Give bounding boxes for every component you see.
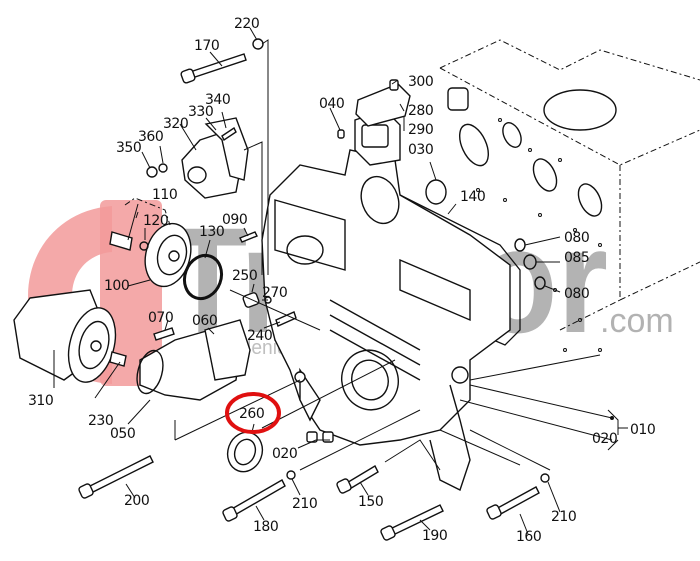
- highlight-ring-260: [225, 392, 281, 434]
- label-230[interactable]: 230: [88, 413, 114, 429]
- o-ring-080-lower: [534, 276, 546, 290]
- cover-280: [355, 83, 411, 127]
- engine-block: [439, 39, 700, 352]
- label-040[interactable]: 040: [319, 96, 345, 112]
- bolt-170: [180, 53, 247, 84]
- washer-120: [139, 241, 149, 251]
- oil-filter-310: [13, 289, 117, 383]
- washer-210-left: [286, 470, 296, 480]
- label-140[interactable]: 140: [460, 189, 486, 205]
- label-270[interactable]: 270: [262, 285, 288, 301]
- spring-240: [275, 311, 297, 327]
- pin-090: [239, 231, 258, 243]
- label-290[interactable]: 290: [408, 122, 434, 138]
- watermark-domain: .com: [600, 302, 674, 340]
- nut-350: [146, 166, 158, 178]
- label-110[interactable]: 110: [152, 187, 178, 203]
- label-080-lower[interactable]: 080: [564, 286, 590, 302]
- bolt-070: [153, 327, 175, 341]
- label-050[interactable]: 050: [110, 426, 136, 442]
- bolt-160: [486, 486, 540, 520]
- plug-250: [242, 292, 260, 308]
- gear-case: [261, 109, 511, 491]
- label-310[interactable]: 310: [28, 393, 54, 409]
- label-070[interactable]: 070: [148, 310, 174, 326]
- plug-040: [337, 129, 345, 139]
- part-labels: 220 170 300 340 040 330 280 320 290 360 …: [28, 16, 656, 545]
- label-190[interactable]: 190: [422, 528, 448, 544]
- washer-210-right: [540, 473, 550, 483]
- stud-340: [221, 126, 237, 142]
- label-260[interactable]: 260: [239, 406, 265, 422]
- label-320[interactable]: 320: [163, 116, 189, 132]
- label-020-left[interactable]: 020: [272, 446, 298, 462]
- label-170[interactable]: 170: [194, 38, 220, 54]
- label-220[interactable]: 220: [234, 16, 260, 32]
- label-130[interactable]: 130: [199, 224, 225, 240]
- bolt-110: [109, 197, 171, 251]
- label-090[interactable]: 090: [222, 212, 248, 228]
- label-080-upper[interactable]: 080: [564, 230, 590, 246]
- filter-adapter-100: [144, 222, 192, 288]
- label-300[interactable]: 300: [408, 74, 434, 90]
- label-350[interactable]: 350: [116, 140, 142, 156]
- label-060[interactable]: 060: [192, 313, 218, 329]
- label-210-left[interactable]: 210: [292, 496, 318, 512]
- label-100[interactable]: 100: [104, 278, 130, 294]
- label-010[interactable]: 010: [630, 422, 656, 438]
- label-180[interactable]: 180: [253, 519, 279, 535]
- nipple-230: [109, 351, 127, 367]
- label-150[interactable]: 150: [358, 494, 384, 510]
- label-340[interactable]: 340: [205, 92, 231, 108]
- thermostat-housing: [181, 117, 249, 199]
- label-160[interactable]: 160: [516, 529, 542, 545]
- label-210-right[interactable]: 210: [551, 509, 577, 525]
- marker-dot: [610, 416, 614, 420]
- label-250[interactable]: 250: [232, 268, 258, 284]
- bolt-180: [222, 479, 286, 522]
- label-240[interactable]: 240: [247, 328, 273, 344]
- label-020-right[interactable]: 020: [592, 431, 618, 447]
- bracket-010: [607, 409, 628, 451]
- bolt-300: [389, 79, 399, 91]
- o-ring-130: [182, 253, 224, 301]
- washer-220: [252, 38, 264, 50]
- label-360[interactable]: 360: [138, 129, 164, 145]
- washer-360: [158, 163, 168, 173]
- label-030[interactable]: 030: [408, 142, 434, 158]
- gasket-060: [204, 319, 251, 381]
- label-330[interactable]: 330: [188, 104, 214, 120]
- bolt-190: [380, 504, 444, 541]
- assembly-lines: [174, 354, 613, 471]
- oil-seal-260: [226, 431, 264, 473]
- label-085[interactable]: 085: [564, 250, 590, 266]
- bolt-150: [336, 465, 379, 494]
- label-200[interactable]: 200: [124, 493, 150, 509]
- label-280[interactable]: 280: [408, 103, 434, 119]
- leader-lines: [53, 27, 561, 535]
- bolt-200: [78, 455, 154, 499]
- label-120[interactable]: 120: [143, 213, 169, 229]
